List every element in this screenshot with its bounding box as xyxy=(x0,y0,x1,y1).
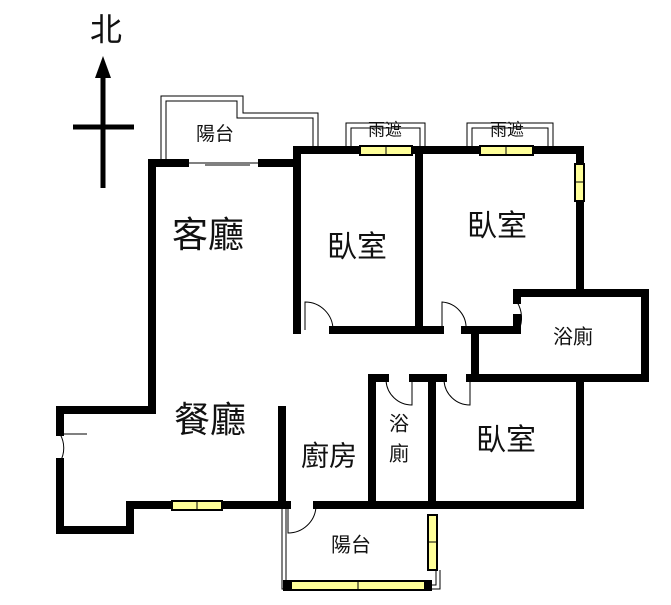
bedroom-1-label: 臥室 xyxy=(327,230,387,265)
rain-shelter-2-label: 雨遮 xyxy=(490,121,524,141)
doors xyxy=(59,301,523,534)
walls xyxy=(56,146,649,534)
bathroom-2-label-line1: 浴 xyxy=(389,412,409,436)
rain-shelters xyxy=(345,122,554,150)
rain-shelter-1-label: 雨遮 xyxy=(368,121,402,141)
bathroom-1-label: 浴廁 xyxy=(553,325,593,349)
north-label: 北 xyxy=(90,11,122,49)
dining-room-label: 餐廳 xyxy=(174,400,246,441)
balcony-top-railing xyxy=(160,95,319,166)
bathroom-2-label-line2: 廁 xyxy=(389,442,409,466)
balcony-bottom-railing xyxy=(281,505,441,591)
bedroom-3-label: 臥室 xyxy=(476,423,536,458)
windows xyxy=(171,145,585,591)
bedroom-2-label: 臥室 xyxy=(467,209,527,244)
north-arrow-icon xyxy=(73,56,134,188)
balcony-top-label: 陽台 xyxy=(196,123,234,145)
kitchen-label: 廚房 xyxy=(301,440,357,473)
balcony-bottom-label: 陽台 xyxy=(331,533,371,557)
living-room-label: 客廳 xyxy=(172,215,244,256)
